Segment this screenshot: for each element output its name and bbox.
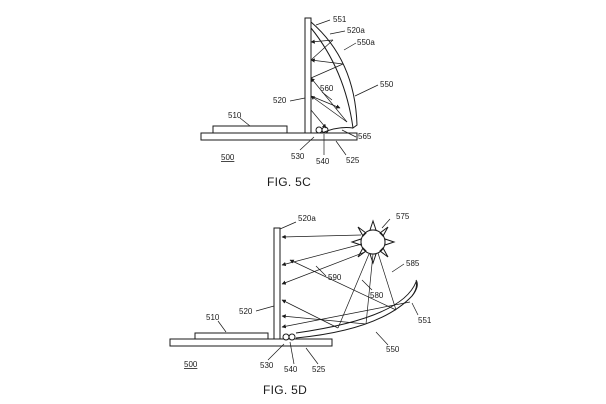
label-550a-5c: 550a bbox=[357, 38, 375, 47]
caption-fig-5c: FIG. 5C bbox=[267, 175, 311, 189]
label-565-5c: 565 bbox=[358, 132, 372, 141]
hinge-540-5c bbox=[315, 126, 323, 134]
label-590-5d: 590 bbox=[328, 273, 342, 282]
label-540-5c: 540 bbox=[316, 157, 330, 166]
base-plate-5d bbox=[169, 338, 333, 347]
label-550-5c: 550 bbox=[380, 80, 394, 89]
label-525-5c: 525 bbox=[346, 156, 360, 165]
label-530-5c: 530 bbox=[291, 152, 305, 161]
reflector-550-5d bbox=[295, 280, 417, 339]
figure-5c: 551 520a 550a 550 520 560 510 565 500 53… bbox=[200, 15, 394, 189]
reflector-base-5c bbox=[321, 127, 354, 134]
label-520-5d: 520 bbox=[239, 307, 253, 316]
label-540-5d: 540 bbox=[284, 365, 298, 374]
caption-fig-5d: FIG. 5D bbox=[263, 383, 307, 397]
label-500-5d: 500 bbox=[184, 360, 198, 369]
device-510-5d bbox=[194, 332, 269, 340]
vertical-panel-520-5c bbox=[304, 17, 312, 134]
hinge-540-5d bbox=[282, 333, 290, 341]
label-585-5d: 585 bbox=[406, 259, 420, 268]
label-500-5c: 500 bbox=[221, 153, 235, 162]
label-510-5c: 510 bbox=[228, 111, 242, 120]
label-525-5d: 525 bbox=[312, 365, 326, 374]
label-520a-5c: 520a bbox=[347, 26, 365, 35]
label-510-5d: 510 bbox=[206, 313, 220, 322]
leader-lines-5c bbox=[239, 19, 379, 156]
label-551-5c: 551 bbox=[333, 15, 347, 24]
label-580-5d: 580 bbox=[370, 291, 384, 300]
label-575-5d: 575 bbox=[396, 212, 410, 221]
label-520a-5d: 520a bbox=[298, 214, 316, 223]
device-510-5c bbox=[212, 125, 288, 134]
hinge-540b-5d bbox=[288, 333, 296, 341]
figure-5d: 520a 575 590 585 580 520 551 510 550 500… bbox=[169, 212, 432, 397]
label-551-5d: 551 bbox=[418, 316, 432, 325]
vertical-panel-520-5d bbox=[273, 227, 281, 340]
label-560-5c: 560 bbox=[320, 84, 334, 93]
label-550-5d: 550 bbox=[386, 345, 400, 354]
label-530-5d: 530 bbox=[260, 361, 274, 370]
light-rays-560-5c bbox=[310, 39, 348, 129]
reflector-tip-5d bbox=[411, 279, 418, 297]
reflector-550-5c bbox=[310, 21, 358, 129]
base-plate-5c bbox=[200, 132, 358, 141]
label-520-5c: 520 bbox=[273, 96, 287, 105]
leader-lines-5d bbox=[217, 218, 419, 365]
light-rays-5d bbox=[281, 234, 411, 329]
